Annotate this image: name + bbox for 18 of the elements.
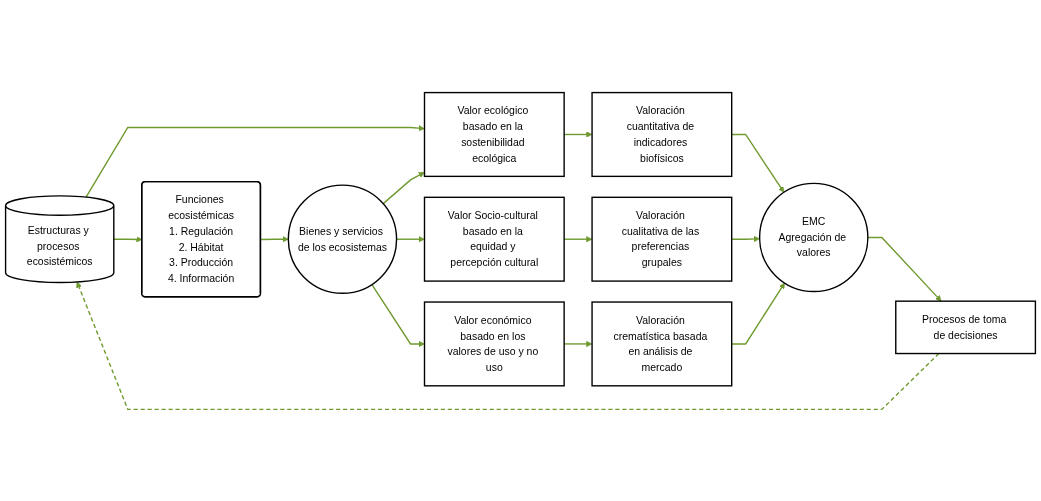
node-box: Valor Socio-cultural basado en la equidad y percepción cultural xyxy=(423,196,565,282)
node-box: Valor económico basado en los valores de uso y no uso xyxy=(423,300,565,387)
node-circle: EMC Agregación de valores xyxy=(758,182,869,292)
node-circle: Bienes y servicios de los ecosistemas xyxy=(287,183,398,294)
arrow xyxy=(731,282,785,345)
arrow xyxy=(76,281,940,410)
arrow xyxy=(731,133,785,193)
arrow xyxy=(867,236,942,301)
node-box: Valor ecológico basado en la sostenibilidad ecológica xyxy=(423,91,565,177)
node-box: Procesos de toma de decisiones xyxy=(895,300,1037,354)
arrow xyxy=(85,124,425,198)
arrow xyxy=(260,235,289,242)
node-box: Valoración cuantitativa de indicadores biofísicos xyxy=(591,91,733,177)
arrow xyxy=(382,171,425,204)
node-box: Valoración crematística basada en análisis de mercado xyxy=(591,300,733,387)
arrow xyxy=(371,283,425,347)
node-box: Valoración cualitativa de las preferencias grupales xyxy=(591,196,733,282)
arrow xyxy=(731,235,760,242)
